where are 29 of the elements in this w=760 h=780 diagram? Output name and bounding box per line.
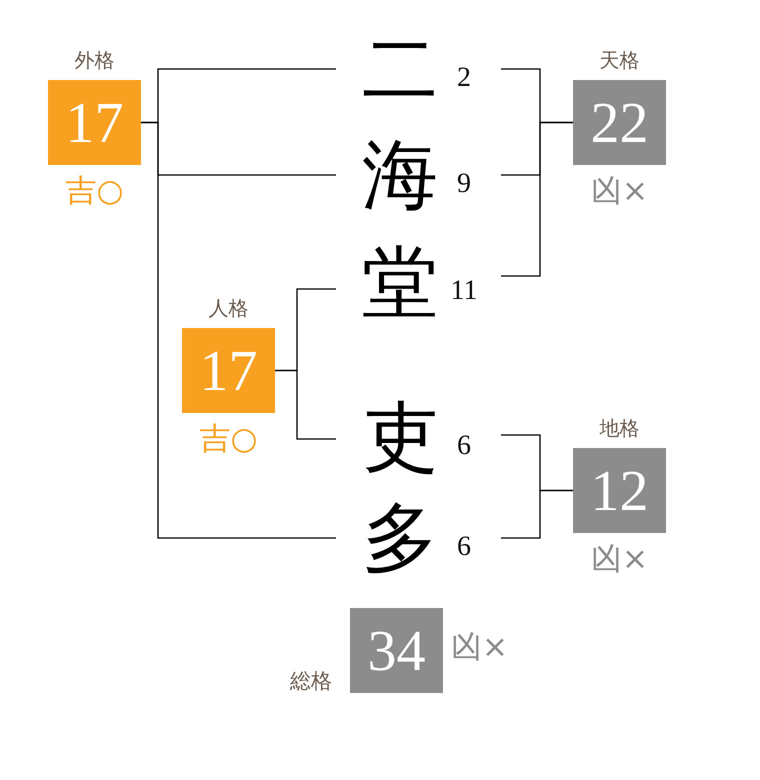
stroke-count: 6 — [457, 533, 471, 561]
fortune-verdict: 吉○ — [65, 173, 124, 209]
name-character: 吏 — [362, 397, 438, 477]
score-box: 12 — [573, 448, 666, 533]
score-box: 22 — [573, 80, 666, 165]
stroke-count: 9 — [457, 170, 471, 198]
name-character: 二 — [362, 29, 438, 109]
fortune-verdict: 凶× — [451, 629, 508, 665]
connector-line — [275, 370, 336, 440]
grade-label: 地格 — [600, 416, 640, 440]
connector-line — [501, 122, 573, 277]
name-character: 海 — [362, 135, 438, 215]
fortune-verdict: 凶× — [591, 541, 648, 577]
grade-label: 外格 — [74, 48, 114, 72]
stroke-count: 6 — [457, 432, 471, 460]
name-character: 堂 — [362, 242, 438, 322]
stroke-count: 2 — [457, 64, 471, 92]
connector-line — [501, 490, 573, 539]
fortune-verdict: 吉○ — [199, 421, 258, 457]
score-box: 17 — [182, 328, 275, 413]
grade-label: 総格 — [290, 669, 332, 693]
grade-label: 天格 — [600, 48, 640, 72]
score-box: 17 — [48, 80, 141, 165]
stroke-count: 11 — [450, 277, 478, 305]
connector-line — [141, 122, 336, 539]
fortune-verdict: 凶× — [591, 173, 648, 209]
name-character: 多 — [362, 498, 438, 578]
grade-label: 人格 — [208, 296, 248, 320]
score-box: 34 — [350, 608, 443, 693]
